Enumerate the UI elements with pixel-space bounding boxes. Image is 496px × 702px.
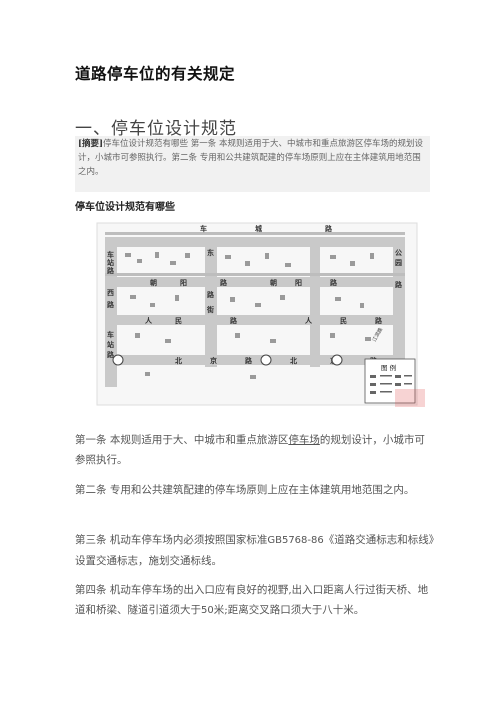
map-label: 公 (395, 249, 402, 257)
map-label: 城 (255, 224, 262, 233)
map-label: 站 (107, 258, 114, 267)
legend-title: 图 例 (381, 363, 396, 372)
map-label: 人 (305, 316, 313, 325)
summary-box: [摘要]停车位设计规范有哪些 第一条 本规则适用于大、中城市和重点旅游区停车场的… (75, 136, 430, 192)
map-label: 路 (107, 300, 115, 309)
article-1: 第一条 本规则适用于大、中城市和重点旅游区停车场的规划设计，小城市可参照执行。 (75, 430, 435, 470)
map-label: 路 (107, 350, 115, 359)
article-4: 第四条 机动车停车场的出入口应有良好的视野,出入口距离人行过街天桥、地道和桥梁、… (75, 580, 435, 621)
article-2: 第二条 专用和公共建筑配建的停车场原则上应在主体建筑用地范围之内。 (75, 484, 415, 496)
map-label: 人 (145, 316, 153, 325)
map-label: 路 (325, 224, 333, 233)
map-label: 东 (207, 248, 214, 257)
map-label: 园 (395, 258, 402, 267)
map-label: 朝 (150, 278, 157, 287)
map-legend: 图 例 (364, 358, 416, 404)
map-label: 路 (245, 356, 253, 365)
map-label: 车 (200, 224, 207, 233)
map-label: 车 (107, 330, 114, 339)
map-label: 京 (210, 356, 217, 365)
map-label: 北 (175, 356, 182, 365)
map-label: 路 (330, 278, 338, 287)
article-1-link[interactable]: 停车场 (288, 434, 320, 446)
article-4-pre: 第四条 机动车停车场的出入口应有良好的视野,出入口距离人行过街天桥、地道和桥梁、… (75, 584, 429, 616)
map-label: 路 (395, 280, 403, 289)
summary-text: 停车位设计规范有哪些 第一条 本规则适用于大、中城市和重点旅游区停车场的规划设计… (78, 139, 423, 177)
map-label: 阳 (180, 278, 187, 287)
map-label: 路 (220, 278, 228, 287)
subheading: 停车位设计规范有哪些 (75, 202, 175, 213)
map-label: 西 (107, 289, 114, 297)
map-label: 路 (230, 316, 238, 325)
map-label: 路 (107, 266, 115, 275)
page-title: 道路停车位的有关规定 (75, 65, 236, 83)
section-heading: 一、停车位设计规范 (75, 119, 237, 139)
article-4-num: 50 (201, 605, 214, 616)
map-label: 朝 (270, 278, 277, 287)
article-3-post: 《道路交通标志和标线》设置交通标志，施划交通标线。 (75, 534, 434, 567)
map-label: 民 (340, 317, 347, 325)
map-label: 北 (290, 356, 297, 365)
map-label: 路 (207, 290, 215, 299)
map-label: 街 (206, 305, 214, 314)
parking-map: 车 城 路 车 站 路 朝 阳 路 东 路 街 朝 阳 路 公 园 路 西 路 … (75, 217, 430, 409)
map-label: 车 (107, 250, 114, 259)
map-label: 民 (175, 317, 182, 325)
article-1-post: 的规划设计，小城市可参照执行。 (75, 434, 425, 466)
article-3-code: GB5768-86 (267, 535, 324, 546)
article-1-pre: 第一条 本规则适用于大、中城市和重点旅游区 (75, 434, 289, 446)
map-label: 路 (375, 316, 383, 325)
article-3: 第三条 机动车停车场内必须按照国家标准GB5768-86《道路交通标志和标线》设… (75, 530, 435, 571)
article-4-post: 米;距离交叉路口须大于八十米。 (213, 604, 365, 616)
summary-tag: [摘要] (78, 139, 104, 149)
map-label: 阳 (295, 278, 302, 287)
article-3-pre: 第三条 机动车停车场内必须按照国家标准 (75, 534, 268, 546)
map-label: 站 (107, 340, 114, 349)
